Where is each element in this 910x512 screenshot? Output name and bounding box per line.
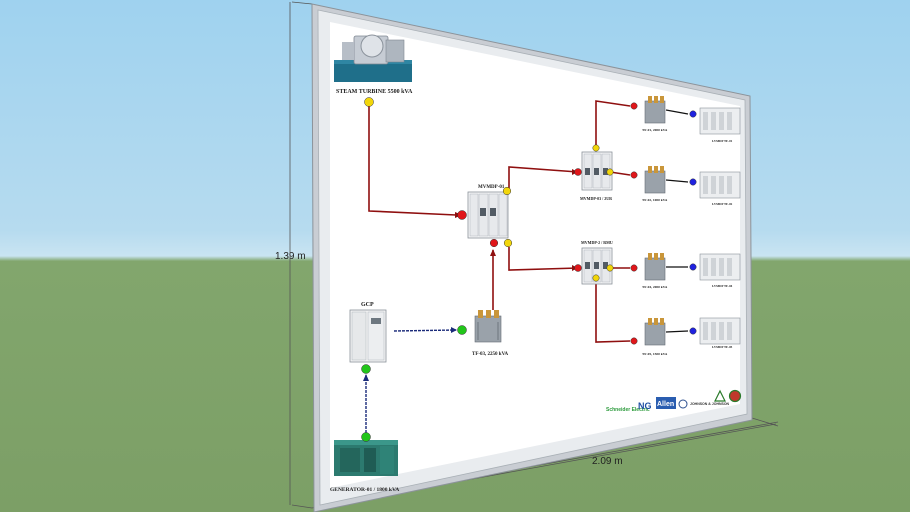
arrow-head — [451, 327, 457, 333]
indicator-red — [489, 238, 499, 248]
indicator-yellow — [503, 238, 513, 248]
indicator-yellow — [592, 144, 600, 152]
indicator-red — [574, 168, 582, 176]
indicator-red — [630, 264, 638, 272]
generator-label: GENERATOR-01 / 1800 kVA — [330, 487, 399, 493]
tf02-label: TF-02, 1000 kVA — [642, 198, 668, 202]
tf04-label: TF-04, 2000 kVA — [642, 285, 668, 289]
indicator-yellow — [592, 274, 600, 282]
indicator-blue — [689, 327, 697, 335]
wire-gcp-to-tf03 — [393, 329, 457, 332]
lvmdp4-panel[interactable] — [699, 317, 741, 345]
tf05-transformer[interactable] — [644, 318, 666, 346]
indicator-green — [457, 325, 467, 335]
indicator-blue — [689, 178, 697, 186]
tf04-transformer[interactable] — [644, 253, 666, 281]
mvmdp01-switchgear[interactable] — [467, 191, 509, 239]
jj-logo: JOHNSON & JOHNSON — [690, 402, 730, 406]
lvmdp4-label: LVMDP TF-05 — [712, 345, 733, 349]
indicator-green — [361, 432, 371, 442]
allen-logo: Allen — [657, 401, 674, 408]
lvmdp2-panel[interactable] — [699, 171, 741, 199]
schneider-logo: Schneider Electric — [606, 407, 650, 413]
mvmdp03-label: MVMDP-03 / 2UR — [580, 196, 612, 201]
indicator-red — [457, 210, 467, 220]
lvmdp1-label: LVMDP TF-01 — [712, 139, 733, 143]
logo-row: Schneider Electric NG Allen JOHNSON & JO… — [606, 389, 742, 413]
indicator-red — [630, 102, 638, 110]
indicator-green — [361, 364, 371, 374]
tf02-transformer[interactable] — [644, 166, 666, 194]
wire-tf-to-lvmdp — [665, 109, 689, 333]
tf03-label: TF-03, 2250 kVA — [472, 352, 509, 357]
indicator-yellow — [364, 97, 374, 107]
indicator-red — [574, 264, 582, 272]
arrow-head — [490, 249, 496, 256]
tf05-label: TF-05, 1500 kVA — [642, 352, 668, 356]
lvmdp3-label: LVMDP TF-04 — [712, 284, 733, 288]
lvmdp2-label: LVMDP TF-02 — [712, 202, 733, 206]
indicator-lights — [361, 97, 697, 442]
wire-mvmdp01-to-mvmdp2 — [508, 247, 579, 271]
wire-steam-to-mvmdp01 — [368, 106, 457, 216]
gcp-panel[interactable] — [349, 309, 387, 363]
indicator-red — [630, 171, 638, 179]
steam-turbine[interactable] — [334, 34, 412, 82]
tf01-label: TF-01, 2000 kVA — [642, 128, 668, 132]
tf01-transformer[interactable] — [644, 96, 666, 124]
arrow-head — [363, 374, 369, 381]
gcp-label: GCP — [361, 302, 374, 308]
generator[interactable] — [334, 440, 398, 476]
mvmdp2-label: MVMDP-2 / RMU — [581, 240, 613, 245]
ng-logo: NG — [638, 401, 652, 411]
seal-icon — [678, 399, 688, 409]
indicator-red — [630, 337, 638, 345]
lvmdp3-panel[interactable] — [699, 253, 741, 281]
indicator-yellow — [502, 186, 512, 196]
wire-mvmdp01-to-mvmdp03 — [508, 166, 579, 191]
tf03-transformer[interactable] — [474, 310, 502, 343]
mvmdp01-label: MVMDP-01 — [478, 185, 505, 190]
diagram-panel — [330, 22, 740, 488]
indicator-blue — [689, 263, 697, 271]
indicator-yellow — [606, 264, 614, 272]
indicator-blue — [689, 110, 697, 118]
triangle-logo-icon — [714, 389, 726, 402]
indicator-yellow — [606, 168, 614, 176]
width-dimension-label: 2.09 m — [592, 456, 623, 467]
emblem-icon — [728, 389, 742, 403]
lvmdp1-panel[interactable] — [699, 107, 741, 135]
steam-turbine-label: STEAM TURBINE 5500 kVA — [336, 89, 413, 95]
